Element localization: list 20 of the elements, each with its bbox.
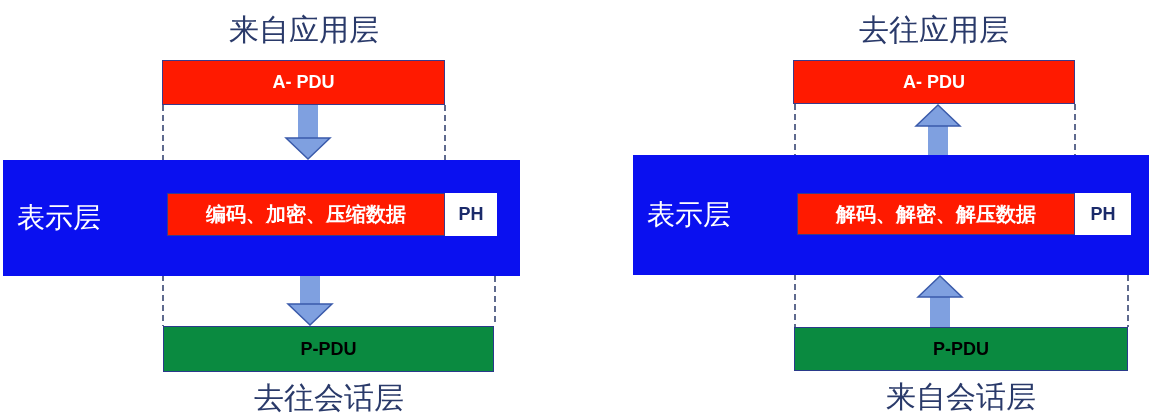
block-arrow: [285, 105, 331, 160]
header-block: PH: [445, 193, 497, 236]
block-arrow: [915, 104, 961, 155]
layer-caption: 来自应用层: [228, 11, 379, 49]
layer-caption: 去往会话层: [253, 379, 404, 417]
block-arrow: [917, 275, 963, 327]
pdu-bar: A- PDU: [162, 60, 445, 105]
layer-band: [633, 155, 1149, 275]
layer-title: 表示层: [17, 200, 101, 236]
pdu-bar: P-PDU: [794, 327, 1128, 371]
layer-caption: 去往应用层: [859, 11, 1009, 49]
block-arrow: [287, 276, 333, 326]
header-block: PH: [1075, 193, 1131, 235]
data-block: 编码、加密、压缩数据: [167, 193, 445, 236]
layer-title: 表示层: [647, 197, 731, 233]
data-block: 解码、解密、解压数据: [797, 193, 1075, 235]
layer-caption: 来自会话层: [886, 378, 1036, 416]
pdu-bar: A- PDU: [793, 60, 1075, 104]
layer-band: [3, 160, 520, 276]
pdu-bar: P-PDU: [163, 326, 494, 372]
